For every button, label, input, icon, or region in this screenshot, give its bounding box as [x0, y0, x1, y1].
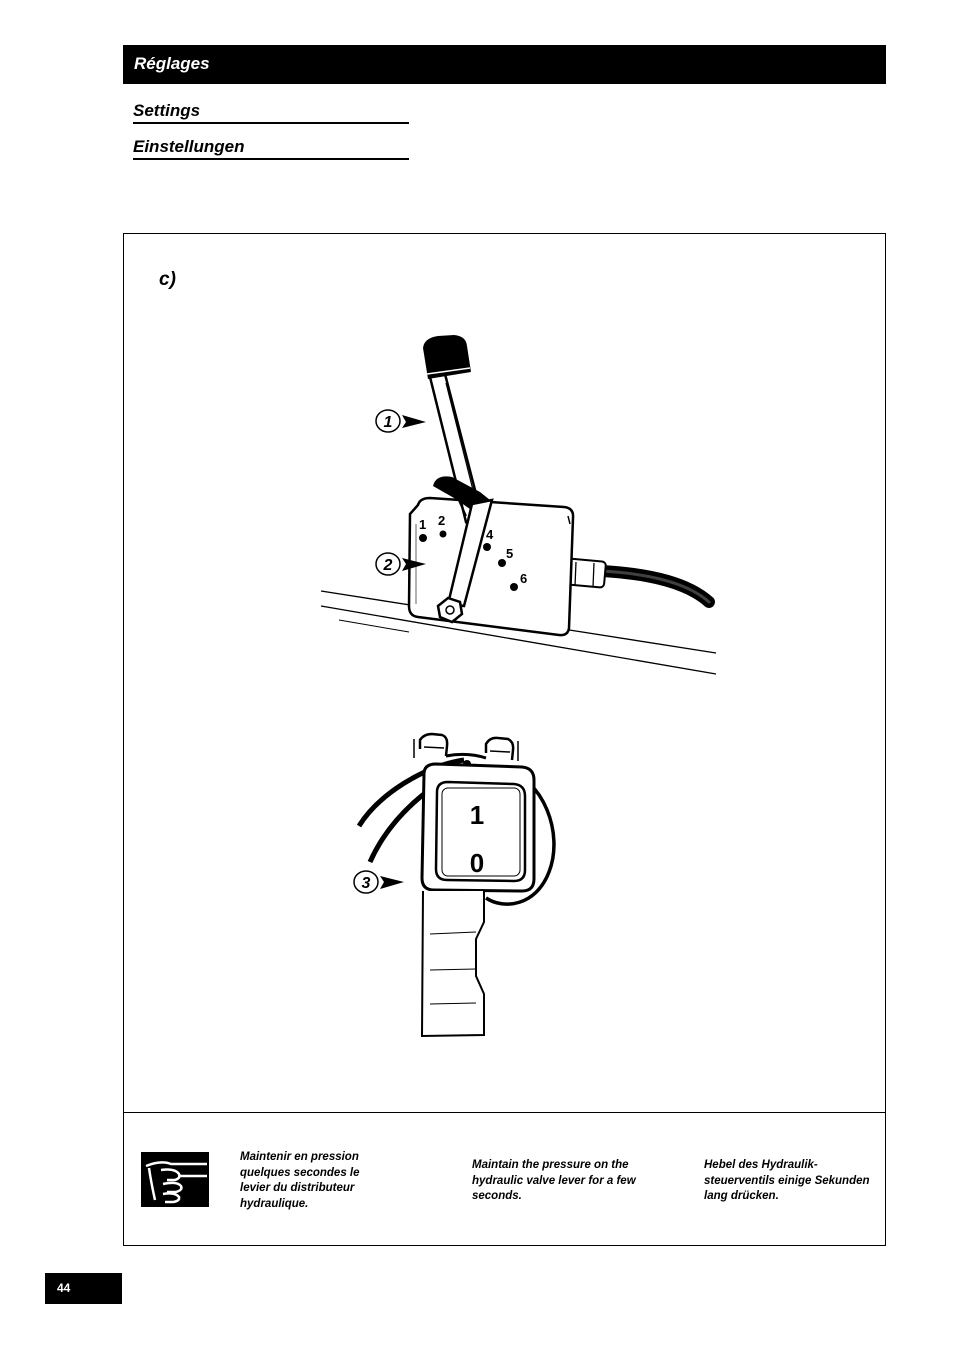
- page-number-box: 44: [45, 1273, 122, 1304]
- switch-on-label: 1: [470, 800, 484, 830]
- switch-off-label: 0: [470, 848, 484, 878]
- section-title: Réglages: [134, 54, 210, 73]
- note-french: Maintenir en pression quelques secondes …: [240, 1151, 360, 1210]
- subtitle-german: Einstellungen: [133, 137, 409, 160]
- hydraulic-valve-illustration: 1 2 4 5 6 1 2: [320, 335, 717, 1038]
- panel-label: c): [159, 269, 176, 290]
- subtitle-english: Settings: [133, 101, 409, 124]
- valve-position-6: 6: [520, 571, 527, 586]
- callout-3: 3: [362, 875, 371, 892]
- illustration-frame: c) 1 2 4 5 6: [123, 233, 886, 1246]
- valve-position-5: 5: [506, 546, 513, 561]
- note-german: Hebel des Hydraulik-steuerventils einige…: [704, 1159, 870, 1202]
- section-header-bar: Réglages: [123, 45, 886, 84]
- note-english: Maintain the pressure on the hydraulic v…: [472, 1159, 636, 1202]
- valve-position-4: 4: [486, 527, 494, 542]
- callout-2: 2: [383, 557, 393, 574]
- callout-1: 1: [384, 414, 393, 431]
- pressure-hand-icon: [141, 1152, 209, 1207]
- page-number: 44: [57, 1281, 71, 1295]
- valve-position-2: 2: [438, 513, 445, 528]
- notes-divider: [124, 1112, 885, 1113]
- valve-position-1: 1: [419, 517, 426, 532]
